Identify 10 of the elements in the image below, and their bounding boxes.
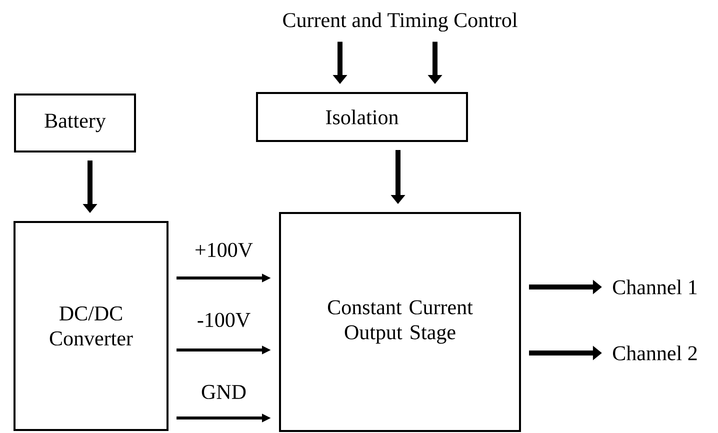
process-box: Constant Current Output Stage bbox=[279, 212, 521, 432]
bare-text: Channel 2 bbox=[613, 346, 697, 360]
edge-label: +100V bbox=[194, 242, 254, 258]
bare-text: Channel 1 bbox=[613, 280, 697, 294]
process-box: Isolation bbox=[256, 92, 468, 142]
bare-text: Current and Timing Control bbox=[283, 12, 518, 32]
process-box: DC/DC Converter bbox=[14, 221, 168, 431]
edge-label: GND bbox=[200, 384, 248, 400]
process-box: Battery bbox=[14, 94, 136, 152]
edge-label: -100V bbox=[196, 312, 252, 328]
